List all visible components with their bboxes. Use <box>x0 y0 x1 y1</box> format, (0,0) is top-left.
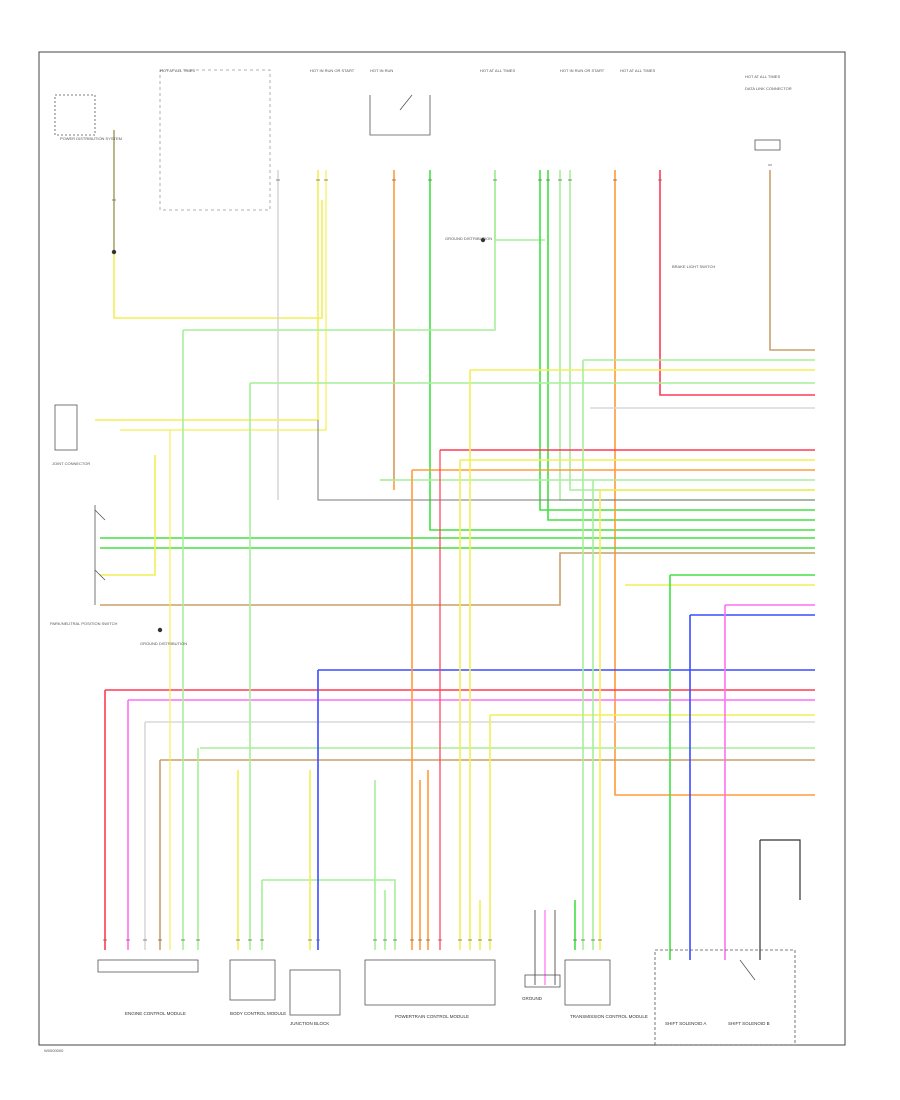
top-label-7: HOT AT ALL TIMES <box>745 74 780 79</box>
top-switch-1 <box>369 95 431 136</box>
diagram-frame <box>38 51 846 1046</box>
bottom-label-ground: GROUND <box>522 996 543 1001</box>
components <box>54 94 796 1046</box>
vd-green-bridge <box>262 879 396 950</box>
ground-dot-3 <box>480 237 486 243</box>
bottom-label-sol-b: SHIFT SOLENOID B <box>728 1021 770 1026</box>
label-pn-switch: PARK/NEUTRAL POSITION SWITCH <box>50 621 117 626</box>
bottom-label-bcm: BODY CONTROL MODULE <box>230 1011 286 1016</box>
bottom-label-jb: JUNCTION BLOCK <box>290 1021 329 1026</box>
tcm-connector <box>564 959 611 1006</box>
dlc <box>754 139 781 151</box>
power-distribution <box>54 94 96 136</box>
wire-yellow-5 <box>183 170 496 331</box>
vd-black-sol2 <box>760 839 801 900</box>
bottom-label-sol-a: SHIFT SOLENOID A <box>665 1021 706 1026</box>
solenoid-switch <box>739 959 756 981</box>
wire-tan-2 <box>769 170 815 351</box>
solenoid-box <box>654 949 796 1046</box>
wire-green-2 <box>539 170 815 511</box>
top-switch-2 <box>399 94 413 111</box>
labels: HOT AT ALL TIMES HOT IN RUN OR START HOT… <box>44 68 792 1053</box>
wire-orange-2 <box>614 170 815 796</box>
ground-dot-1 <box>111 249 117 255</box>
joint-connector <box>54 404 78 451</box>
footer-code: W0000000 <box>44 1048 64 1053</box>
ground-symbols <box>111 237 486 633</box>
bottom-label-pcm: POWERTRAIN CONTROL MODULE <box>395 1014 469 1019</box>
wire-green-3 <box>547 170 815 521</box>
jb-connector <box>289 969 341 1016</box>
ecm-connector <box>97 959 199 973</box>
top-label-5: HOT IN RUN OR START <box>560 68 605 73</box>
label-ground-top: GROUND DISTRIBUTION <box>445 236 492 241</box>
pin-marks <box>103 164 772 941</box>
top-vertical-wires <box>95 69 815 796</box>
wire-green-1 <box>429 170 815 531</box>
label-joint-connector: JOINT CONNECTOR <box>52 461 90 466</box>
hw-tan-a <box>100 552 815 606</box>
top-label-2: HOT IN RUN OR START <box>310 68 355 73</box>
label-dlc: DATA LINK CONNECTOR <box>745 86 792 91</box>
wire-yellow-3 <box>120 170 327 431</box>
pn-switch <box>94 505 106 605</box>
bcm-connector <box>229 959 276 1001</box>
ground-dot-2 <box>157 627 163 633</box>
label-power-distribution: POWER DISTRIBUTION SYSTEM <box>60 136 122 141</box>
pcm-connector <box>364 959 496 1006</box>
wire-tan-1 <box>380 240 395 481</box>
hw-yellow-d <box>100 455 156 576</box>
top-label-1: HOT AT ALL TIMES <box>160 68 195 73</box>
hw-gray-a <box>317 420 815 501</box>
wire-red-1 <box>659 170 815 396</box>
bottom-label-ecm: ENGINE CONTROL MODULE <box>125 1011 186 1016</box>
wire-yellow-left <box>113 130 323 319</box>
label-brake-switch: BRAKE LIGHT SWITCH <box>672 264 715 269</box>
wire-green-5 <box>569 170 815 491</box>
ground-block <box>524 974 561 988</box>
horizontal-bus-wires <box>100 359 815 761</box>
top-label-6: HOT AT ALL TIMES <box>620 68 655 73</box>
bottom-label-tcm: TRANSMISSION CONTROL MODULE <box>570 1014 648 1019</box>
label-ground-left: GROUND DISTRIBUTION <box>140 641 187 646</box>
fuse-box-dashed <box>159 69 271 211</box>
top-label-4: HOT AT ALL TIMES <box>480 68 515 73</box>
top-label-3: HOT IN RUN <box>370 68 393 73</box>
lower-vertical-wires <box>104 330 801 985</box>
wire-yellow-4 <box>494 170 545 241</box>
